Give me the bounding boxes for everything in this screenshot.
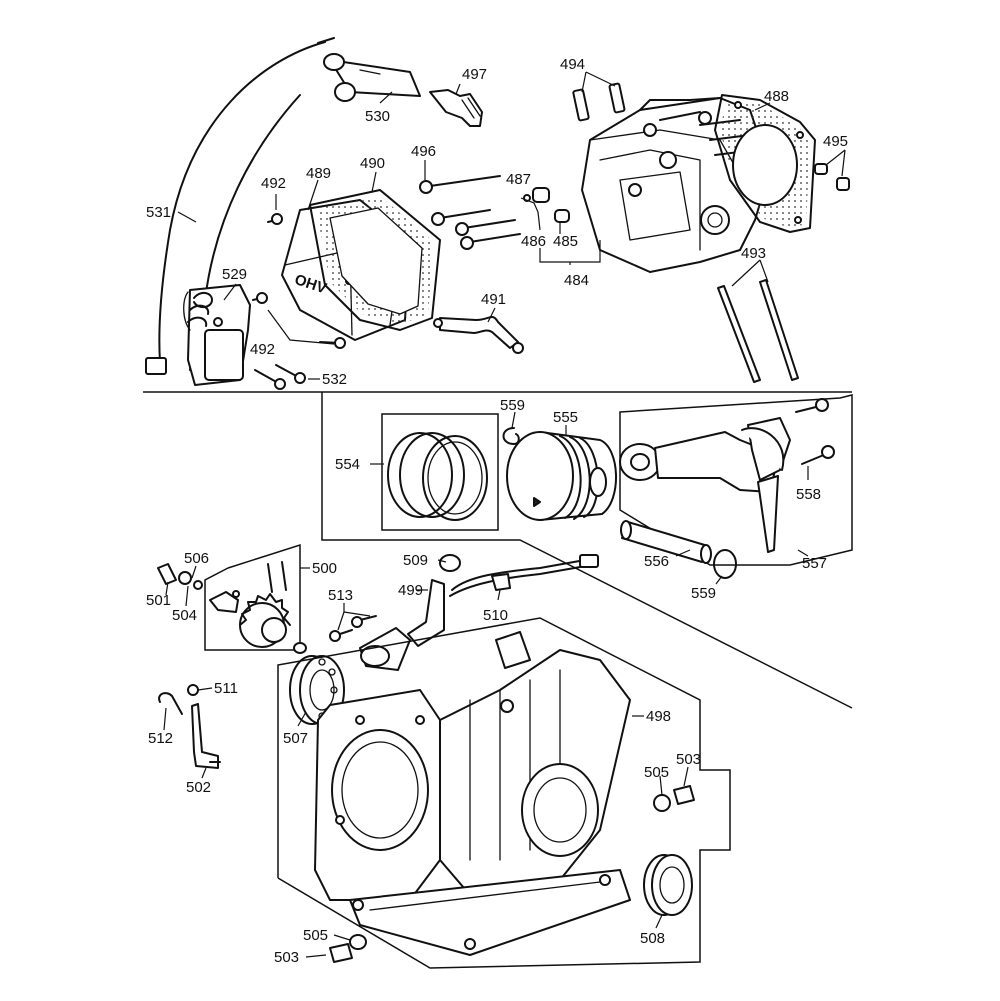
label-503-right: 503 — [676, 751, 701, 768]
label-531: 531 — [146, 204, 171, 221]
label-529: 529 — [222, 266, 247, 283]
oil-sensor-drawing — [329, 554, 599, 671]
label-505-bottom: 505 — [303, 927, 328, 944]
label-504: 504 — [172, 607, 197, 624]
label-485: 485 — [553, 233, 578, 250]
crankcase-drawing — [277, 617, 731, 969]
label-510: 510 — [483, 607, 508, 624]
label-505-right: 505 — [644, 764, 669, 781]
label-487: 487 — [506, 171, 531, 188]
label-496: 496 — [411, 143, 436, 160]
label-508: 508 — [640, 930, 665, 947]
oil-seal-drawing — [643, 854, 693, 916]
label-555: 555 — [553, 409, 578, 426]
label-495: 495 — [823, 133, 848, 150]
label-486: 486 — [521, 233, 546, 250]
leader-lines — [163, 71, 846, 958]
bolt-group-492-532 — [252, 213, 346, 390]
washer-511 — [293, 642, 307, 654]
label-506: 506 — [184, 550, 209, 567]
connecting-rod-drawing — [619, 394, 853, 566]
label-556: 556 — [644, 553, 669, 570]
governor-assembly-drawing — [204, 543, 301, 651]
label-489: 489 — [306, 165, 331, 182]
head-bolts-496 — [419, 175, 521, 250]
breather-tube-drawing — [433, 315, 524, 354]
label-530: 530 — [365, 108, 390, 125]
label-559-top: 559 — [500, 397, 525, 414]
label-500: 500 — [312, 560, 337, 577]
label-498: 498 — [646, 708, 671, 725]
label-501: 501 — [146, 592, 171, 609]
label-497: 497 — [462, 66, 487, 83]
governor-arm-drawing — [158, 684, 221, 769]
label-554: 554 — [335, 456, 360, 473]
label-557: 557 — [802, 555, 827, 572]
small-parts-485-487 — [523, 187, 570, 223]
valve-cover-gasket-drawing — [309, 189, 441, 331]
label-502: 502 — [186, 779, 211, 796]
ignition-coil-drawing — [183, 284, 251, 386]
spark-plug-drawing — [429, 89, 483, 127]
label-509: 509 — [403, 552, 428, 569]
label-503-bottom: 503 — [274, 949, 299, 966]
label-491: 491 — [481, 291, 506, 308]
label-490: 490 — [360, 155, 385, 172]
drain-plugs — [329, 785, 695, 963]
governor-shaft-parts — [157, 563, 203, 590]
label-511: 511 — [214, 680, 238, 697]
label-532: 532 — [322, 371, 347, 388]
piston-pin-clips — [502, 427, 737, 579]
label-512: 512 — [148, 730, 173, 747]
label-513: 513 — [328, 587, 353, 604]
spark-plug-cap-drawing — [323, 53, 421, 102]
label-559-bottom: 559 — [691, 585, 716, 602]
part-number-labels: 497 530 494 488 495 496 490 489 492 487 … — [146, 56, 848, 966]
section-dividers — [143, 391, 853, 709]
piston-drawing — [506, 431, 617, 521]
label-499: 499 — [398, 582, 423, 599]
label-493: 493 — [741, 245, 766, 262]
label-507: 507 — [283, 730, 308, 747]
label-488: 488 — [764, 88, 789, 105]
label-484: 484 — [564, 272, 589, 289]
label-492-top: 492 — [261, 175, 286, 192]
head-gasket-drawing — [714, 94, 816, 233]
label-494: 494 — [560, 56, 585, 73]
label-492-bottom: 492 — [250, 341, 275, 358]
studs-493-495 — [572, 82, 850, 383]
label-558: 558 — [796, 486, 821, 503]
piston-rings-drawing — [381, 413, 499, 531]
